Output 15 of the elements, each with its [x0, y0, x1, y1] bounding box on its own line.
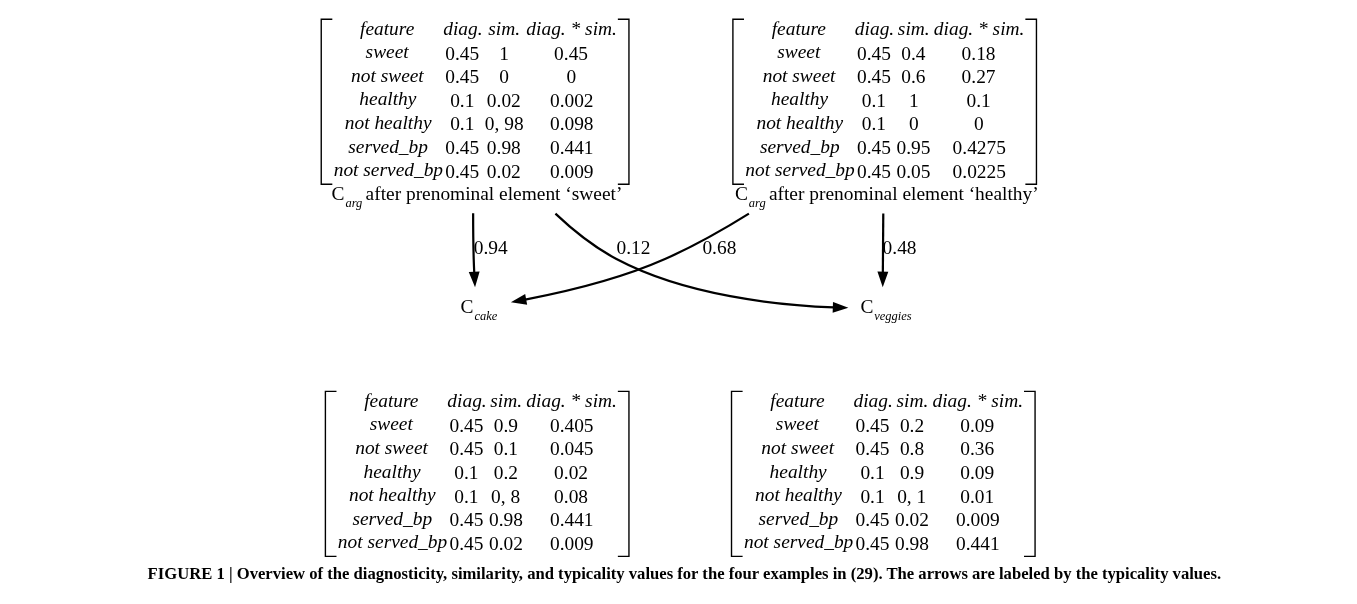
edge-label: 0.48 [882, 236, 917, 258]
node-text: C$_{cake}$ [460, 295, 498, 323]
edge-label: 0.68 [702, 236, 737, 258]
edge-label: 0.94 [473, 236, 508, 258]
caption: FIGURE 1 | Overview of the diagnosticity, similarity, and typicality values for the four examples in (29). The arrows are labeled by the typicality values. [147, 563, 1222, 583]
arrow [510, 212, 750, 305]
edge-label: 0.12 [616, 236, 651, 258]
node-text: C$_{veggies}$ [860, 295, 912, 323]
node-text: feature diag. sim. diag. * sim. sweet 0.45 0.2 0.09 not sweet 0.45 0.8 0.36 healthy 0.1 0.9 0.09 not healthy 0.1 0, 1 0.01 served_bp 0.45 0.02 0.009 not served_bp0.45 0.98 0.441 [743, 389, 1023, 554]
arrow [877, 213, 889, 288]
node-text: feature diag. sim. diag. * sim. sweet 0.45 0.9 0.405 not sweet 0.45 0.1 0.045 healthy 0.1 0.2 0.02 not healthy 0.1 0, 8 0.08 served_bp 0.45 0.98 0.441 not served_bp0.45 0.02 0.009 [337, 389, 617, 554]
node-text: feature diag. sim. diag. * sim. sweet 0.45 0.4 0.18 not sweet 0.45 0.6 0.27 healthy 0.1 1 0.1 not healthy 0.1 0 0 served_bp 0.45 0.95 0.4275 not served_bp0.45 0.05 0.0225 C$_{arg}$ after prenominal element ‘healthy’ [734, 17, 1039, 210]
arrow [468, 213, 480, 288]
arrow [554, 212, 849, 313]
node-text: feature diag. sim. diag. * sim. sweet 0.45 1 0.45 not sweet 0.45 0 0 healthy 0.1 0.02 0.002 not healthy 0.1 0, 98 0.098 served_bp 0.45 0.98 0.441 not served_bp0.45 0.02 0.009 C$_{arg}$ after prenominal element ‘sweet’ [331, 17, 623, 210]
